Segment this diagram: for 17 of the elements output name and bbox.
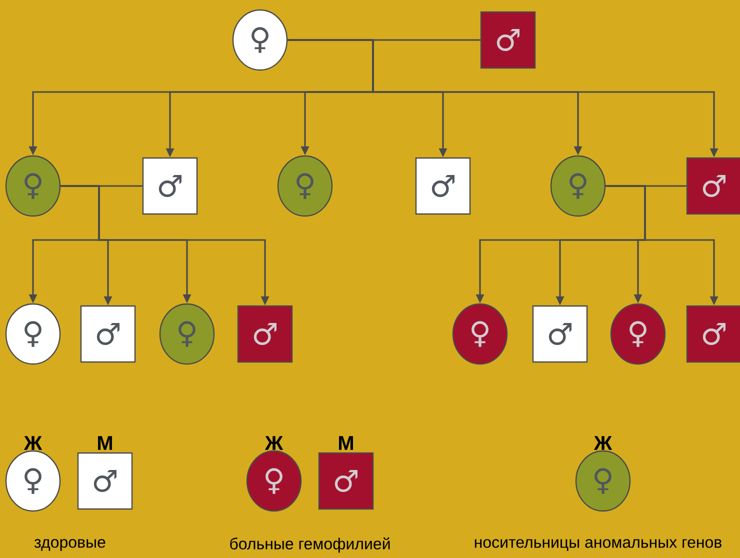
male-square: ♂: [237, 305, 293, 363]
male-square: ♂: [77, 452, 133, 510]
legend-label: носительницы аномальных генов: [474, 539, 722, 551]
male-square: ♂: [532, 305, 588, 363]
male-square: ♂: [686, 157, 740, 215]
male-square: ♂: [686, 305, 740, 363]
male-square: ♂: [415, 157, 471, 215]
sex-label: М: [339, 436, 353, 450]
legend-label: здоровые: [34, 539, 106, 551]
male-square: ♂: [80, 305, 136, 363]
sex-label: Ж: [264, 436, 284, 450]
male-square: ♂: [318, 452, 374, 510]
legend-label: больные гемофилией: [230, 537, 390, 553]
male-square: ♂: [142, 157, 198, 215]
sex-label: Ж: [24, 436, 42, 450]
male-square: ♂: [480, 11, 536, 69]
sex-label: М: [98, 436, 112, 450]
